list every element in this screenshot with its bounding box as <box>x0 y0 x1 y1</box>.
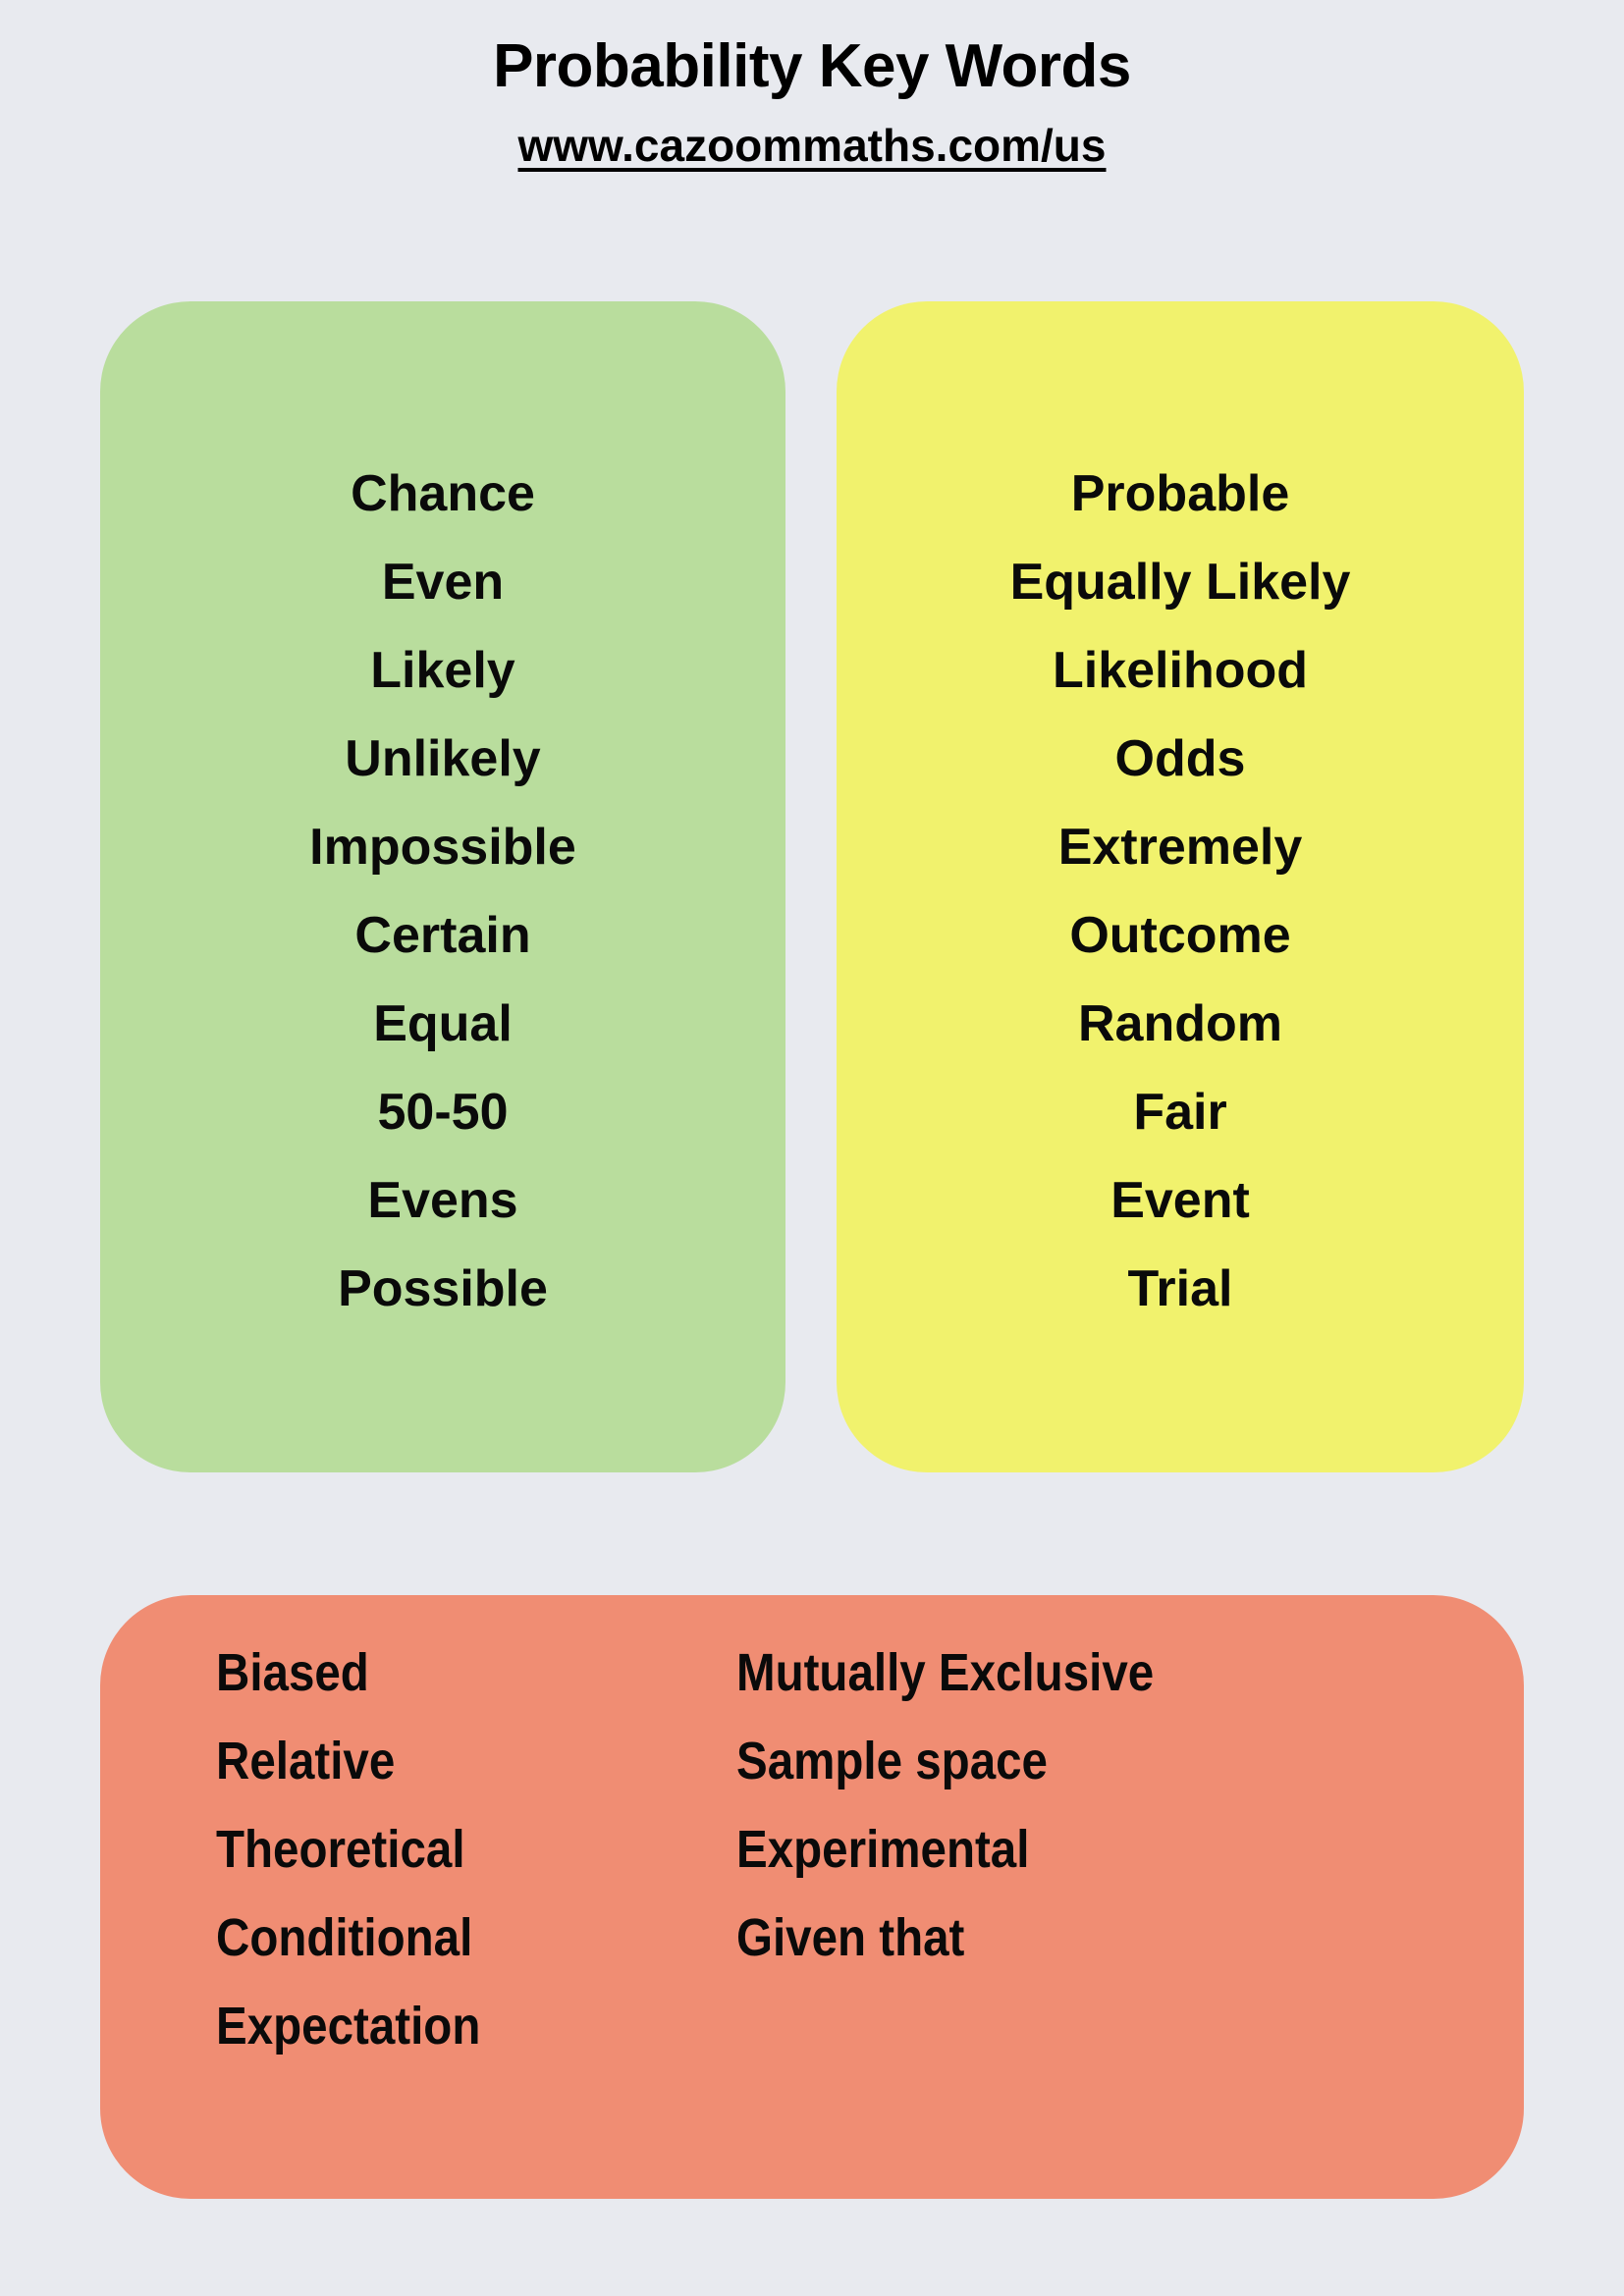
word-item: Theoretical <box>216 1820 465 1879</box>
word-item: Relative <box>216 1732 396 1790</box>
green-word-panel: Chance Even Likely Unlikely Impossible C… <box>100 301 785 1472</box>
word-item: Experimental <box>736 1820 1030 1879</box>
word-item: Random <box>1078 994 1282 1052</box>
word-item: Trial <box>1127 1259 1233 1317</box>
word-item: Even <box>381 553 505 611</box>
word-item: Biased <box>216 1643 369 1702</box>
website-url[interactable]: www.cazoommaths.com/us <box>517 120 1107 171</box>
red-word-list-left: Biased Relative Theoretical Conditional … <box>100 1629 709 2169</box>
word-item: Impossible <box>309 818 576 876</box>
yellow-word-panel: Probable Equally Likely Likelihood Odds … <box>837 301 1524 1472</box>
word-item: Extremely <box>1057 818 1303 876</box>
word-item: Possible <box>338 1259 548 1317</box>
word-item: Conditional <box>216 1908 473 1967</box>
word-item: Equal <box>373 994 513 1052</box>
page-title: Probability Key Words <box>493 32 1131 100</box>
word-item: Outcome <box>1069 906 1291 964</box>
word-item: Probable <box>1070 464 1290 522</box>
green-word-list: Chance Even Likely Unlikely Impossible C… <box>100 301 785 1472</box>
word-item: Likely <box>370 641 515 699</box>
word-item: Event <box>1110 1171 1250 1229</box>
word-item: 50-50 <box>377 1083 509 1141</box>
word-item: Evens <box>367 1171 518 1229</box>
word-item: Sample space <box>736 1732 1048 1790</box>
website-url-wrapper: www.cazoommaths.com/us <box>0 119 1624 172</box>
word-item: Certain <box>354 906 531 964</box>
red-word-list-right: Mutually Exclusive Sample space Experime… <box>709 1629 1455 2169</box>
word-item: Expectation <box>216 1997 481 2056</box>
word-item: Odds <box>1114 729 1246 787</box>
red-word-panel: Biased Relative Theoretical Conditional … <box>100 1595 1524 2199</box>
red-word-columns: Biased Relative Theoretical Conditional … <box>100 1595 1524 2199</box>
word-item: Fair <box>1133 1083 1227 1141</box>
poster-header: Probability Key Words www.cazoommaths.co… <box>0 0 1624 172</box>
word-item: Likelihood <box>1053 641 1308 699</box>
word-item: Given that <box>736 1908 965 1967</box>
word-item: Chance <box>351 464 535 522</box>
yellow-word-list: Probable Equally Likely Likelihood Odds … <box>837 301 1524 1472</box>
word-item: Unlikely <box>345 729 541 787</box>
word-item: Equally Likely <box>1009 553 1351 611</box>
word-item: Mutually Exclusive <box>736 1643 1155 1702</box>
